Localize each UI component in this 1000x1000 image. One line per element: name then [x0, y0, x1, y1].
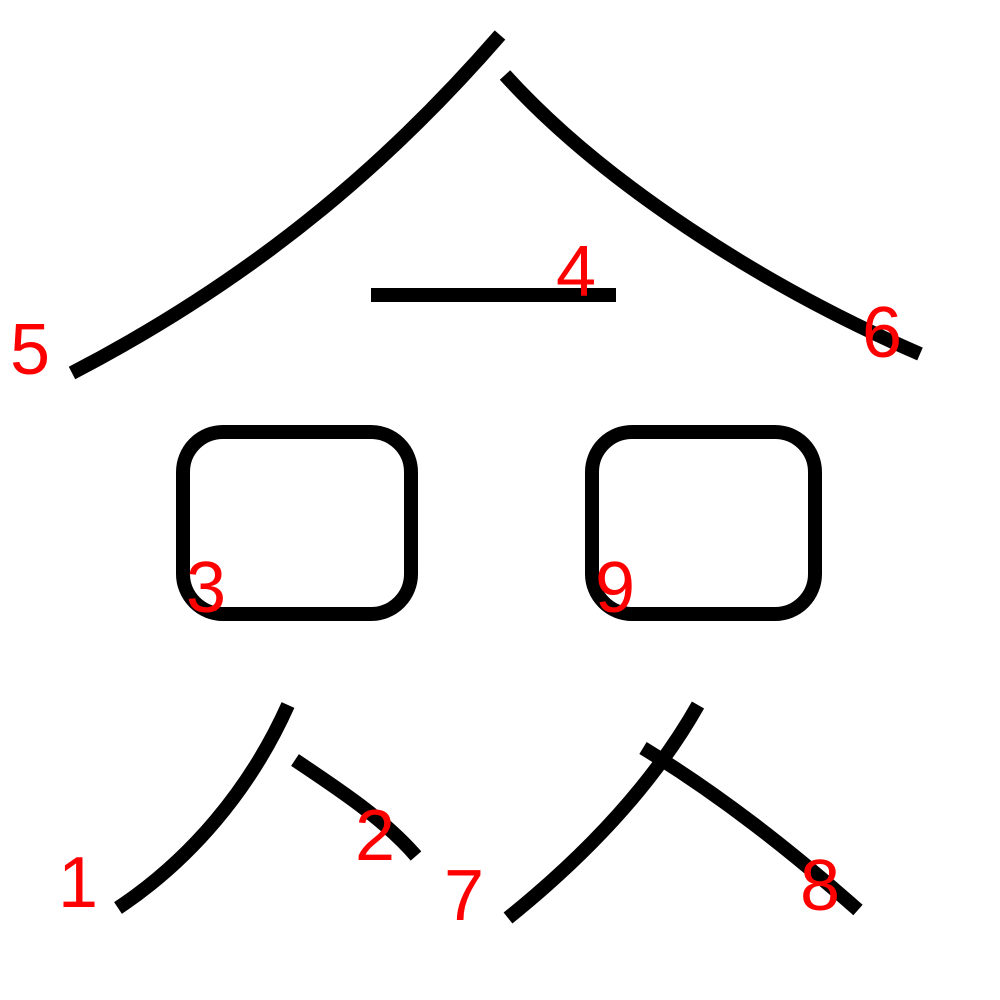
- stroke-8-right-rising: [639, 742, 863, 916]
- stroke-number-9: 9: [595, 548, 635, 628]
- stroke-number-6: 6: [862, 293, 902, 373]
- stroke-2-left-rising: [291, 754, 422, 861]
- stroke-5-left-sweep: [68, 30, 506, 380]
- stroke-6-right-sweep: [499, 70, 923, 361]
- stroke-7-right-falling: [503, 701, 705, 924]
- stroke-number-4: 4: [556, 232, 596, 312]
- stroke-number-3: 3: [186, 548, 226, 628]
- stroke-number-1: 1: [58, 843, 98, 923]
- stroke-1-left-falling: [114, 702, 295, 914]
- stroke-number-7: 7: [444, 856, 484, 936]
- stroke-9-right-box: [585, 425, 822, 621]
- stroke-3-left-box: [176, 425, 418, 621]
- stroke-number-8: 8: [800, 846, 840, 926]
- stroke-number-5: 5: [10, 310, 50, 390]
- stroke-number-2: 2: [355, 796, 395, 876]
